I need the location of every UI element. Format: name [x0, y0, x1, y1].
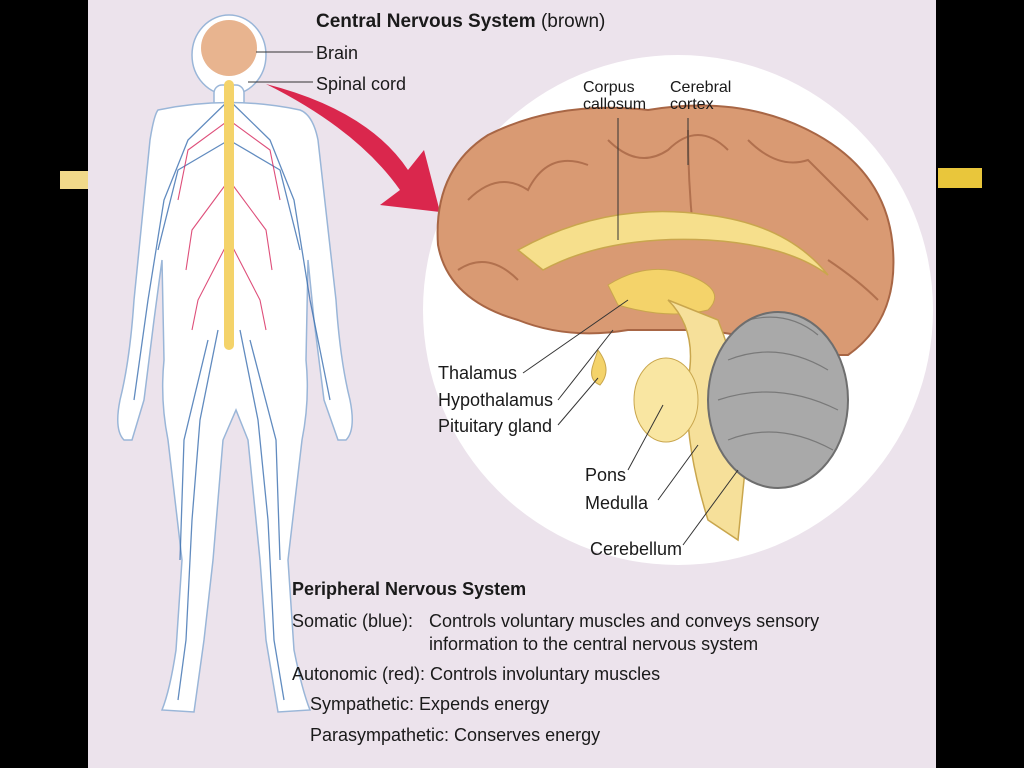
somatic-label: Somatic (blue): — [292, 611, 414, 631]
cerebral-cortex-label-1: Cerebral — [670, 79, 732, 96]
corpus-callosum — [516, 210, 829, 276]
body-brain — [201, 20, 257, 76]
pns-title: Peripheral Nervous System — [292, 579, 527, 599]
brain-leader-lines — [522, 118, 739, 546]
corpus-callosum-label-1: Corpus — [583, 79, 635, 96]
spinal-cord-label: Spinal cord — [316, 74, 407, 94]
pituitary-label: Pituitary gland — [438, 416, 553, 436]
corpus-callosum-label-2: callosum — [583, 96, 647, 113]
brain-label: Brain — [316, 43, 359, 63]
cns-title-suffix: (brown) — [540, 11, 606, 32]
medulla-label: Medulla — [585, 493, 649, 513]
zoom-arrow — [266, 84, 440, 212]
somatic-text-1: Controls voluntary muscles and conveys s… — [429, 611, 820, 631]
sagittal-brain — [436, 104, 895, 542]
cerebellum-shape — [707, 311, 849, 489]
nervous-system-illustration — [117, 14, 933, 713]
cerebellum-label: Cerebellum — [590, 539, 683, 559]
right-yellow-tab — [938, 168, 982, 188]
body-spinal-cord — [224, 80, 234, 350]
somatic-text-2: information to the central nervous syste… — [429, 634, 759, 654]
parasympathetic-line: Parasympathetic: Conserves energy — [310, 725, 601, 745]
cerebral-cortex-label-2: cortex — [670, 96, 714, 113]
left-yellow-tab — [60, 171, 88, 189]
cns-title-text: Central Nervous System — [316, 11, 536, 32]
hypothalamus-label: Hypothalamus — [438, 390, 554, 410]
cns-title: Central Nervous System (brown) — [316, 12, 605, 32]
autonomic-nerves — [177, 119, 281, 331]
diagram-panel: Central Nervous System (brown) Brain Spi… — [88, 0, 936, 768]
thalamus-label: Thalamus — [438, 363, 518, 383]
pituitary-shape — [591, 348, 607, 386]
human-body — [117, 14, 353, 713]
somatic-nerves — [133, 99, 331, 701]
pons-label: Pons — [585, 465, 627, 485]
pons-shape — [633, 357, 699, 443]
autonomic-line: Autonomic (red): Controls involuntary mu… — [292, 664, 661, 684]
sympathetic-line: Sympathetic: Expends energy — [310, 694, 550, 714]
thalamus-region — [607, 268, 716, 315]
